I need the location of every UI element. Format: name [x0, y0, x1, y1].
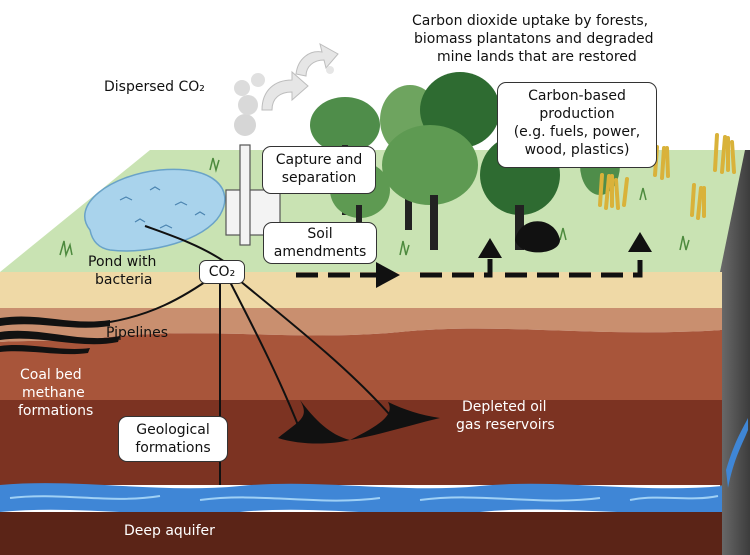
uptake-title-line-2: biomass plantatons and degraded — [414, 30, 653, 48]
smokestack — [240, 145, 250, 245]
uptake-title-line-3: mine lands that are restored — [437, 48, 637, 66]
coal-bed-line-2: methane — [22, 384, 85, 402]
dispersed-arrow-1 — [262, 72, 308, 110]
soil-amendments-box: Soil amendments — [263, 222, 377, 264]
pond-label-line-2: bacteria — [95, 271, 153, 289]
carbon-production-box: Carbon-based production (e.g. fuels, pow… — [497, 82, 657, 168]
production-line-1: Carbon-based — [504, 87, 650, 105]
tree-canopy — [310, 97, 380, 153]
geological-line-2: formations — [125, 439, 221, 457]
capture-line-2: separation — [269, 169, 369, 187]
geological-formations-box: Geological formations — [118, 416, 228, 462]
production-line-3: (e.g. fuels, power, — [504, 123, 650, 141]
deep-aquifer-label: Deep aquifer — [124, 522, 215, 540]
coal-bed-line-3: formations — [18, 402, 93, 420]
soil-line-2: amendments — [270, 243, 370, 261]
capture-separation-box: Capture and separation — [262, 146, 376, 194]
production-line-2: production — [504, 105, 650, 123]
soil-line-1: Soil — [270, 225, 370, 243]
capture-line-1: Capture and — [269, 151, 369, 169]
pond-label-line-1: Pond with — [88, 253, 156, 271]
pipelines-label: Pipelines — [106, 324, 168, 342]
deep-soil-layer — [0, 400, 722, 485]
coal-bed-line-1: Coal bed — [20, 366, 82, 384]
production-line-4: wood, plastics) — [504, 141, 650, 159]
uptake-title-line-1: Carbon dioxide uptake by forests, — [412, 12, 648, 30]
depleted-line-1: Depleted oil — [462, 398, 547, 416]
co2-tag: CO₂ — [199, 260, 245, 284]
geological-line-1: Geological — [125, 421, 221, 439]
deep-aquifer-layer — [0, 512, 722, 555]
dispersed-co2-label: Dispersed CO₂ — [104, 78, 205, 96]
depleted-line-2: gas reservoirs — [456, 416, 555, 434]
